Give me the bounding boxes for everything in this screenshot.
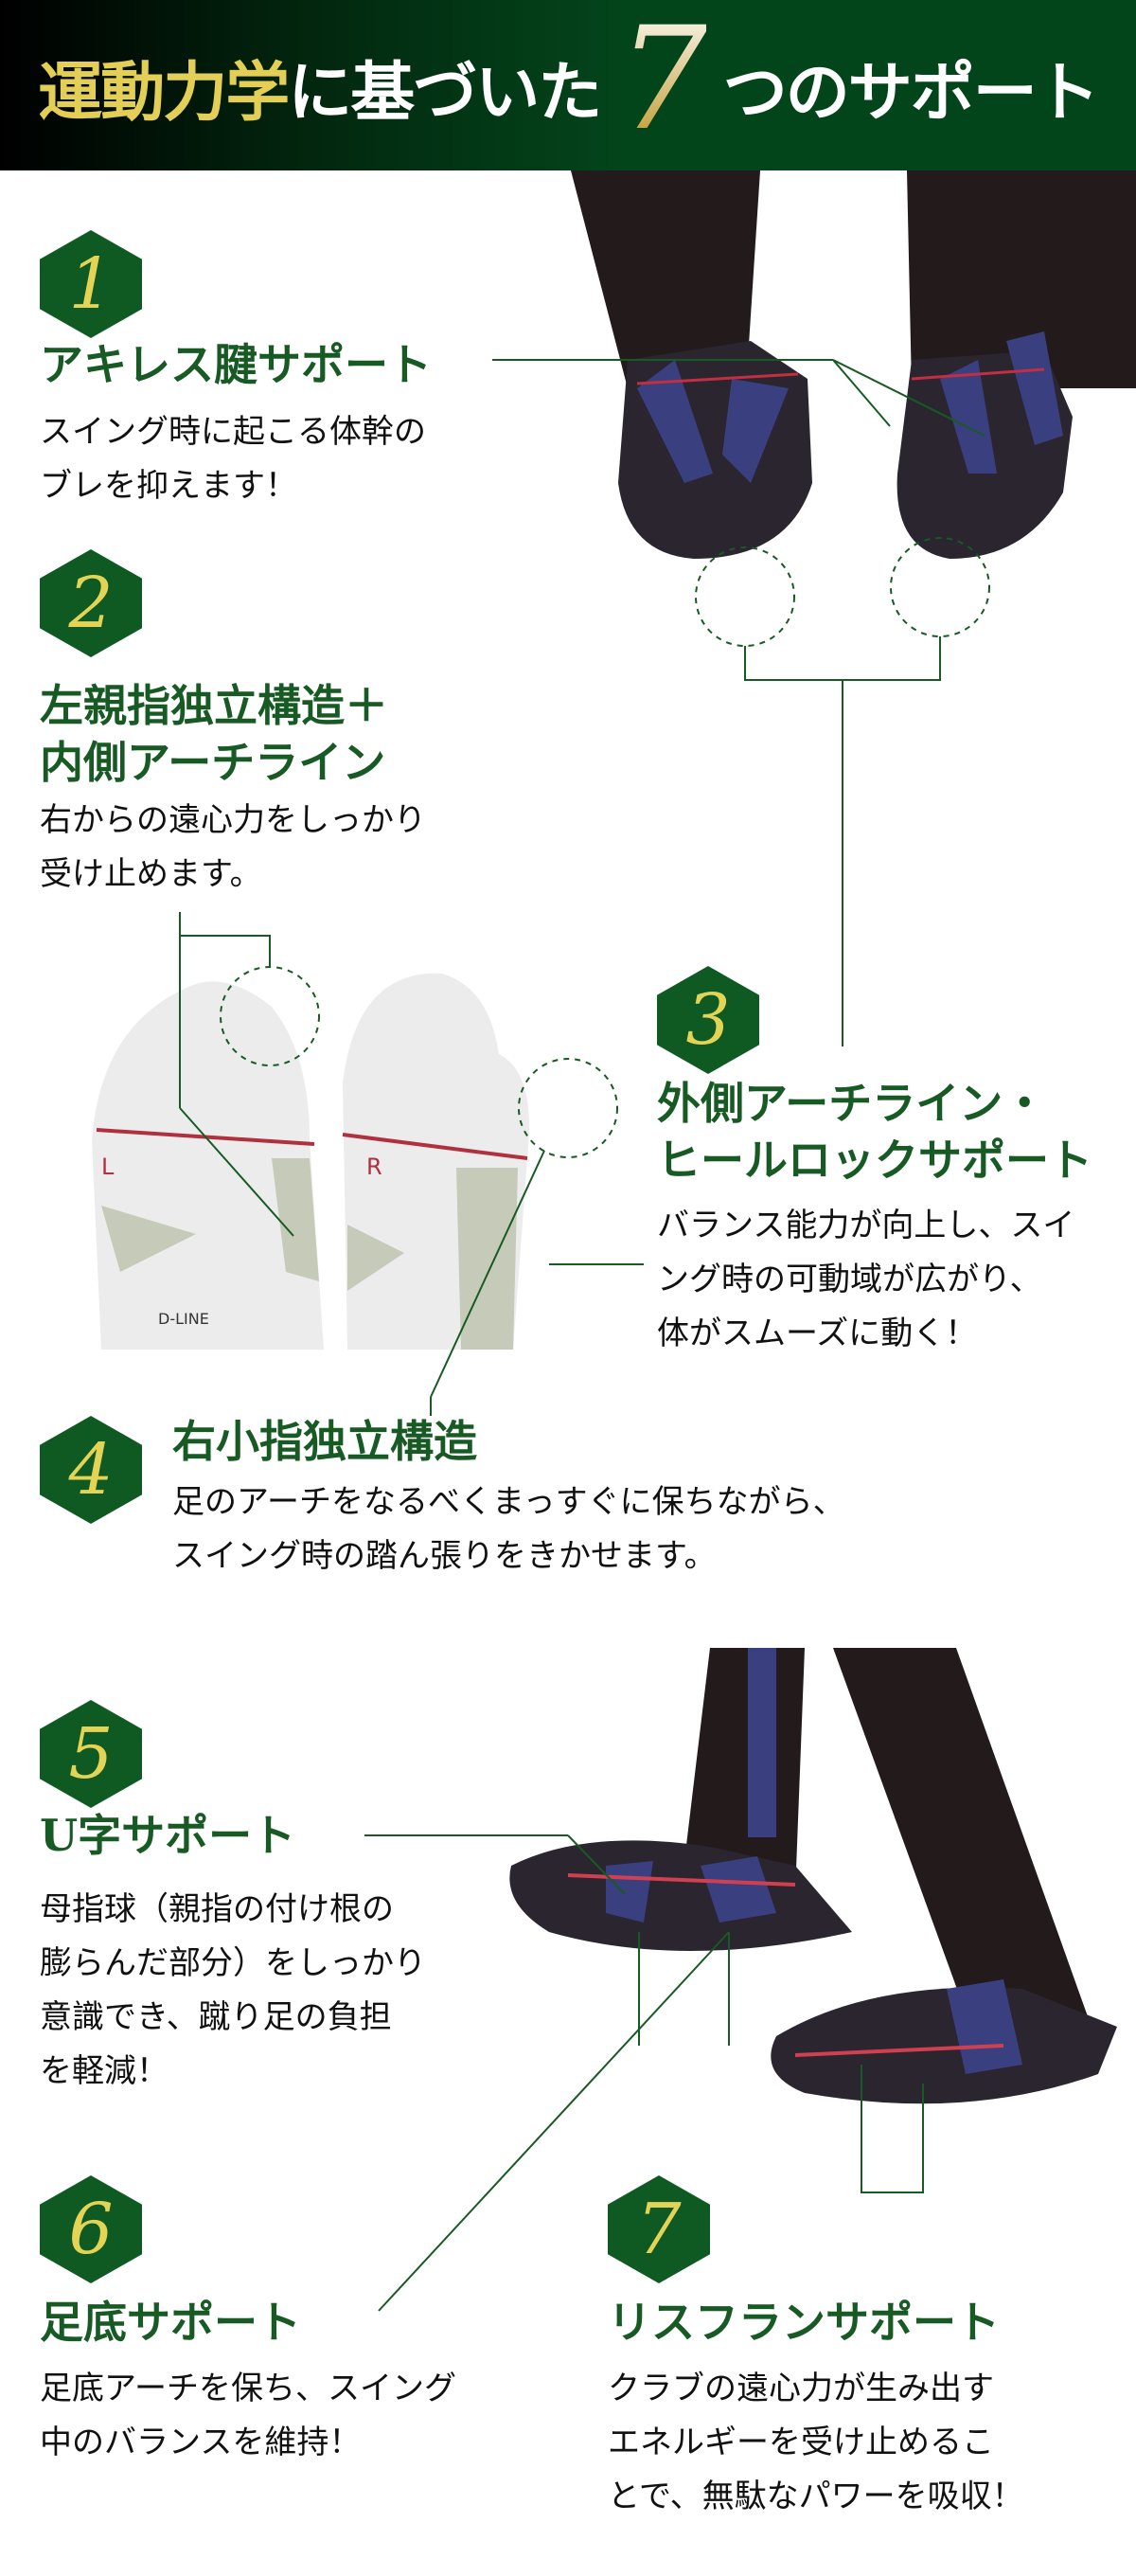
section-2-title: 左親指独立構造＋内側アーチライン [40,680,388,788]
section-1-title: アキレス腱サポート [40,339,432,390]
section-6-title: 足底サポート [40,2297,301,2348]
sock-label-right: R [366,1154,382,1180]
sock-brand-label: D-LINE [158,1310,209,1328]
section-3-body: バランス能力が向上し、スイング時の可動域が広がり、体がスムーズに動く！ [657,1207,1075,1352]
section-3-title: 外側アーチライン・ヒールロックサポート [657,1078,1092,1186]
section-1-body: スイング時に起こる体幹のブレを抑えます！ [40,413,426,505]
photo-socks-back-view [571,170,1136,649]
section-6-body: 足底アーチを保ち、スイング中のバランスを維持！ [40,2370,456,2461]
section-7-title: リスフランサポート [608,2297,1000,2348]
sock-label-left: L [101,1154,115,1180]
photo-white-socks-top-view: L R D-LINE [82,969,648,1350]
section-5-body: 母指球（親指の付け根の膨らんだ部分）をしっかり意識でき、蹴り足の負担を軽減！ [40,1890,426,2090]
section-5-title: U字サポート [40,1810,296,1861]
photo-socks-side-view [492,1648,1136,2136]
section-4-title: 右小指独立構造 [172,1416,477,1467]
section-2-body: 右からの遠心力をしっかり受け止めます。 [40,801,426,893]
section-4-body: 足のアーチをなるべくまっすぐに保ちながら、スイング時の踏ん張りをきかせます。 [172,1483,845,1575]
section-7-body: クラブの遠心力が生み出すエネルギーを受け止めることで、無駄なパワーを吸収！ [608,2370,1024,2515]
